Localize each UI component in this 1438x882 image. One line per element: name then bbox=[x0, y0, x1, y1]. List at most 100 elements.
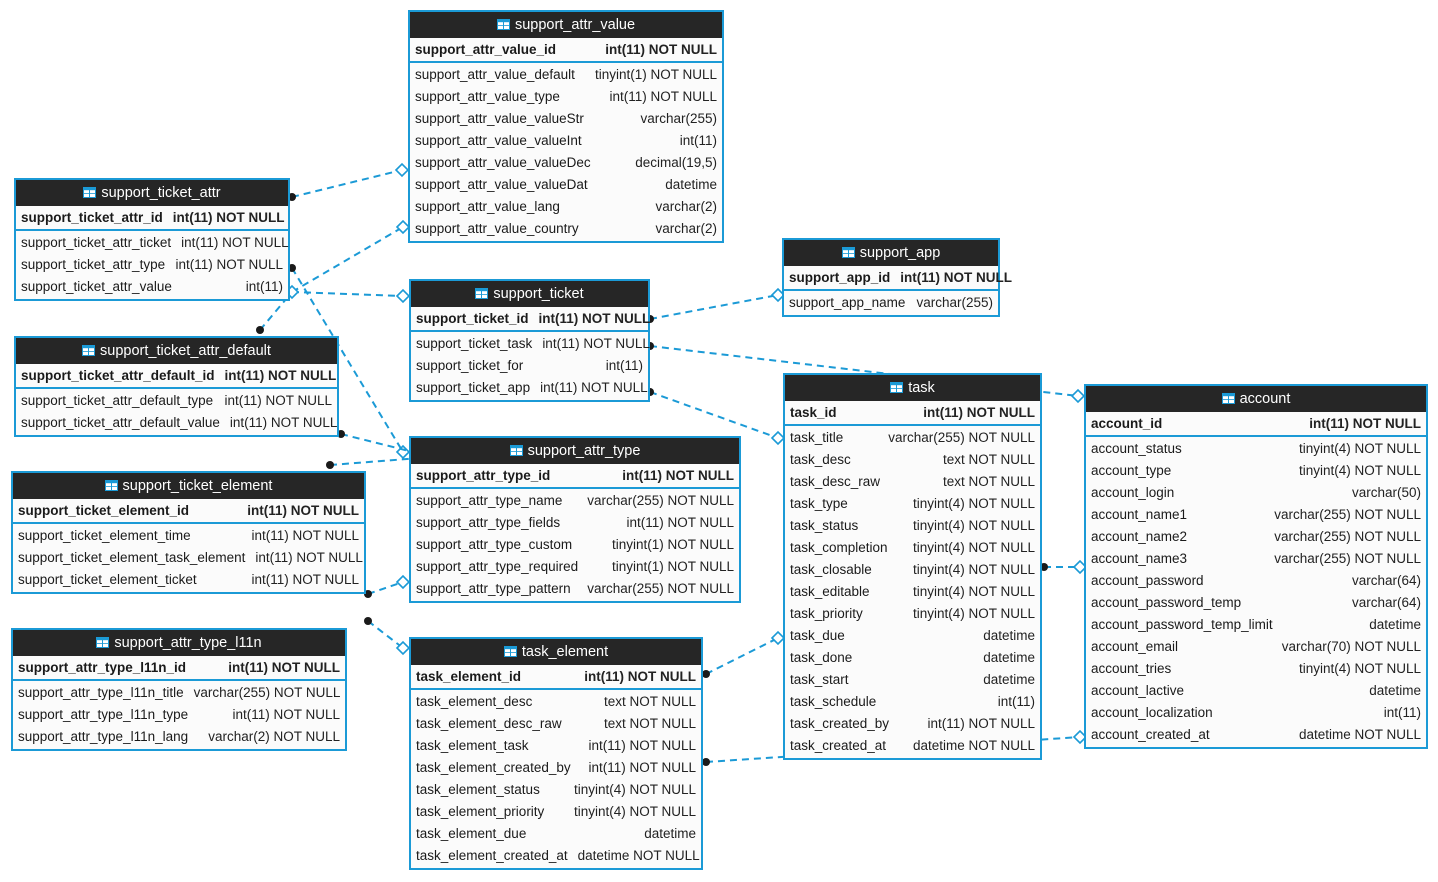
entity-header-support_ticket_element[interactable]: support_ticket_element bbox=[13, 473, 364, 499]
entity-header-support_attr_type_l11n[interactable]: support_attr_type_l11n bbox=[13, 630, 345, 656]
entity-header-support_ticket_attr_default[interactable]: support_ticket_attr_default bbox=[16, 338, 337, 364]
entity-header-support_attr_type[interactable]: support_attr_type bbox=[411, 438, 739, 464]
entity-header-support_attr_value[interactable]: support_attr_value bbox=[410, 12, 722, 38]
entity-header-task[interactable]: task bbox=[785, 375, 1040, 401]
entity-header-support_ticket_attr[interactable]: support_ticket_attr bbox=[16, 180, 288, 206]
column-name: task_done bbox=[790, 650, 853, 665]
entity-header-account[interactable]: account bbox=[1086, 386, 1426, 412]
entity-header-support_ticket[interactable]: support_ticket bbox=[411, 281, 648, 307]
entity-header-support_app[interactable]: support_app bbox=[784, 240, 998, 266]
entity-header-task_element[interactable]: task_element bbox=[411, 639, 701, 665]
